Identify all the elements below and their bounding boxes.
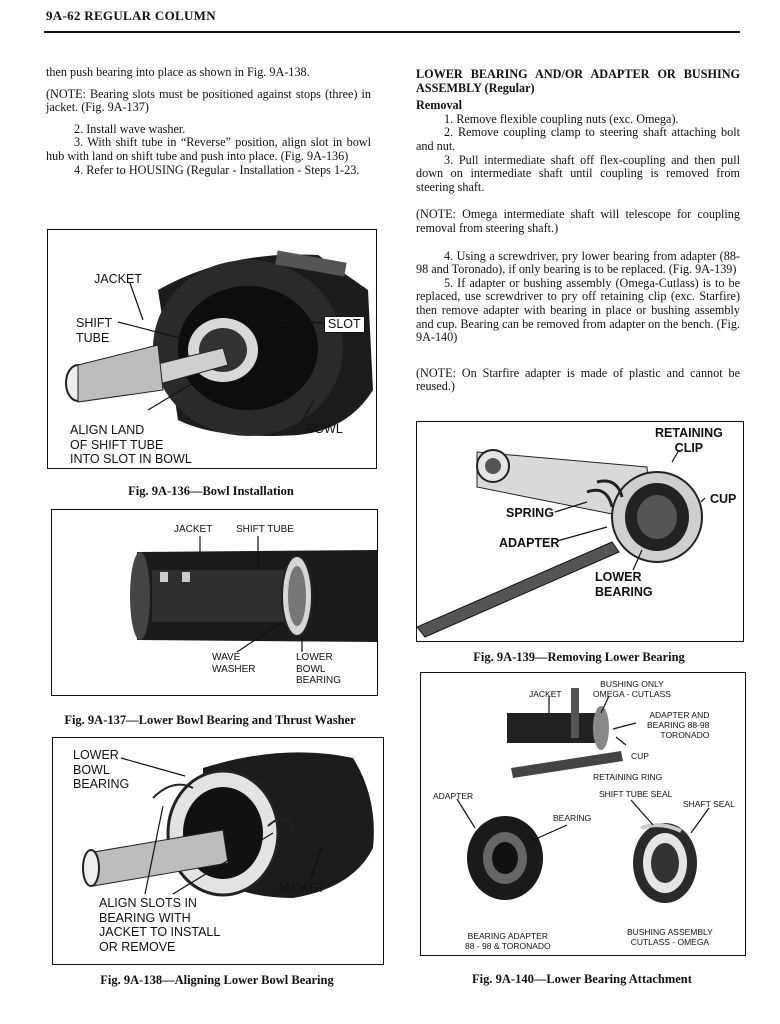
figure-138-aligning-lower-bowl-bearing: LOWER BOWL BEARING JACKET ALIGN SLOTS IN…: [52, 737, 384, 965]
page-header: 9A-62 REGULAR COLUMN: [46, 8, 216, 23]
label-retaining-clip: RETAINING CLIP: [655, 426, 723, 455]
left-step-4: 4. Refer to HOUSING (Regular - Installat…: [74, 162, 360, 177]
right-step-5: 5. If adapter or bushing assembly (Omega…: [416, 275, 740, 345]
lower-bowl-bearing-illustration: [52, 510, 377, 695]
label-jacket: JACKET: [174, 524, 213, 535]
bearing-attachment-illustration: [421, 673, 745, 955]
label-bowl: BOWL: [306, 422, 343, 436]
right-column-text: LOWER BEARING AND/OR ADAPTER OR BUSHING …: [416, 67, 740, 394]
figure-140-lower-bearing-attachment: JACKET BUSHING ONLY OMEGA - CUTLASS ADAP…: [420, 672, 746, 956]
label-shift-tube: SHIFT TUBE: [76, 316, 113, 345]
label-slot: SLOT: [324, 316, 365, 333]
figure-138-caption: Fig. 9A-138—Aligning Lower Bowl Bearing: [100, 973, 334, 987]
section-heading: LOWER BEARING AND/OR ADAPTER OR BUSHING …: [416, 67, 740, 95]
label-adapter: ADAPTER: [433, 791, 474, 801]
figure-136-bowl-installation: JACKET SHIFT TUBE SLOT BOWL ALIGN LAND O…: [47, 229, 377, 469]
aligning-bearing-illustration: [53, 738, 383, 964]
right-note-2: (NOTE: On Starfire adapter is made of pl…: [416, 365, 740, 394]
figure-139-removing-lower-bearing: RETAINING CLIP CUP SPRING ADAPTER LOWER …: [416, 421, 744, 642]
label-lower-bowl-bearing: LOWER BOWL BEARING: [73, 748, 130, 791]
label-cup: CUP: [710, 492, 737, 506]
label-lower-bearing: LOWER BEARING: [595, 570, 653, 599]
label-shift-tube-seal: SHIFT TUBE SEAL: [599, 789, 673, 799]
removing-bearing-illustration: [417, 422, 743, 641]
left-column-text: then push bearing into place as shown in…: [46, 65, 371, 177]
right-step-4: 4. Using a screwdriver, pry lower bearin…: [416, 248, 740, 277]
right-step-3: 3. Pull intermediate shaft off flex-coup…: [416, 152, 740, 194]
label-spring: SPRING: [506, 506, 554, 520]
label-jacket: JACKET: [94, 272, 142, 286]
header-rule: [44, 31, 740, 33]
left-note-1: (NOTE: Bearing slots must be positioned …: [46, 86, 371, 115]
left-para-1: then push bearing into place as shown in…: [46, 65, 310, 79]
left-step-2: 2. Install wave washer.: [74, 121, 186, 136]
figure-137-caption: Fig. 9A-137—Lower Bowl Bearing and Thrus…: [64, 713, 356, 727]
figure-137-lower-bowl-bearing: JACKET SHIFT TUBE WAVE WASHER LOWER BOWL…: [51, 509, 378, 696]
label-align-land: ALIGN LAND OF SHIFT TUBE INTO SLOT IN BO…: [70, 423, 192, 466]
figure-139-caption: Fig. 9A-139—Removing Lower Bearing: [473, 650, 685, 664]
right-step-1: 1. Remove flexible coupling nuts (exc. O…: [444, 111, 679, 126]
label-shaft-seal: SHAFT SEAL: [683, 799, 735, 809]
label-jacket: JACKET: [529, 689, 562, 699]
figure-140-caption: Fig. 9A-140—Lower Bearing Attachment: [472, 972, 692, 986]
label-bearing: BEARING: [553, 813, 592, 823]
label-adapter: ADAPTER: [499, 536, 560, 550]
label-bushing-assembly: BUSHING ASSEMBLY CUTLASS - OMEGA: [627, 927, 713, 947]
figure-136-caption: Fig. 9A-136—Bowl Installation: [128, 484, 294, 498]
label-shift-tube: SHIFT TUBE: [236, 524, 294, 535]
label-retaining-ring: RETAINING RING: [593, 772, 663, 782]
removal-heading: Removal: [416, 98, 463, 113]
left-step-3: 3. With shift tube in “Reverse” position…: [46, 135, 371, 163]
label-align-slots: ALIGN SLOTS IN BEARING WITH JACKET TO IN…: [99, 896, 221, 954]
label-bushing-only: BUSHING ONLY OMEGA - CUTLASS: [593, 679, 671, 699]
right-note-1: (NOTE: Omega intermediate shaft will tel…: [416, 207, 740, 235]
label-bearing-adapter: BEARING ADAPTER 88 - 98 & TORONADO: [465, 931, 551, 951]
bowl-installation-illustration: [48, 230, 376, 468]
right-step-2: 2. Remove coupling clamp to steering sha…: [416, 125, 740, 153]
label-cup: CUP: [631, 751, 649, 761]
label-lower-bowl-bearing: LOWER BOWL BEARING: [296, 652, 342, 686]
label-jacket: JACKET: [277, 881, 325, 895]
label-wave-washer: WAVE WASHER: [212, 652, 256, 675]
label-adapter-and-bearing: ADAPTER AND BEARING 88-98 TORONADO: [647, 710, 710, 740]
